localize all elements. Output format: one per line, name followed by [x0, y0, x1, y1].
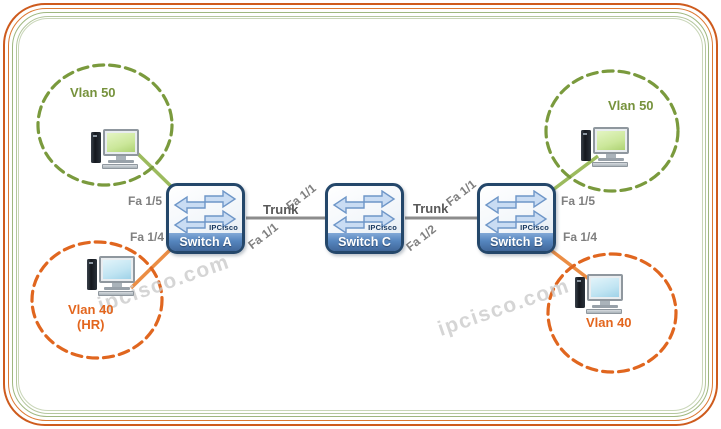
vlan40-circle-bottom-right: [546, 252, 678, 374]
port-label-switch-a-fa1-5: Fa 1/5: [128, 194, 163, 208]
pc-monitor-icon: [593, 127, 629, 154]
vlan40-label-bottom-left: Vlan 40: [68, 302, 114, 317]
pc-vlan40-bottom-left: [85, 256, 137, 297]
pc-stand: [116, 156, 126, 160]
pc-base: [592, 305, 618, 308]
vlan50-circle-top-right: [544, 69, 680, 193]
switch-brand-label: IPCisco: [209, 223, 238, 232]
pc-screen: [591, 278, 619, 297]
vlan50-label-top-right: Vlan 50: [608, 98, 654, 113]
pc-base: [104, 287, 130, 290]
pc-monitor-icon: [99, 256, 135, 283]
pc-vlan50-top-right: [579, 127, 631, 168]
pc-base: [598, 158, 624, 161]
pc-keyboard-icon: [98, 291, 134, 296]
pc-tower-icon: [91, 132, 101, 163]
pc-vlan50-top-left: [89, 129, 141, 170]
pc-keyboard-icon: [102, 164, 138, 169]
pc-monitor-icon: [103, 129, 139, 156]
trunk-label-a-c: Trunk: [263, 202, 299, 217]
switch-arrows-icon: [332, 190, 396, 234]
pc-screen: [103, 260, 131, 279]
switch-c: IPCisco Switch C: [325, 183, 404, 254]
pc-vlan40-bottom-right: [573, 274, 625, 315]
switch-name-band: Switch C: [328, 233, 401, 251]
switch-arrows-icon: [484, 190, 548, 234]
pc-base: [108, 160, 134, 163]
switch-b: IPCisco Switch B: [477, 183, 556, 254]
switch-arrows-icon: [173, 190, 237, 234]
switch-name-band: Switch A: [169, 233, 242, 251]
vlan50-circle-top-left: [36, 63, 174, 187]
vlan40-label-bottom-right: Vlan 40: [586, 315, 632, 330]
pc-keyboard-icon: [592, 162, 628, 167]
vlan40-hr-sublabel: (HR): [77, 317, 105, 332]
pc-tower-icon: [575, 277, 585, 308]
switch-brand-label: IPCisco: [368, 223, 397, 232]
vlan40-circle-bottom-left: [30, 240, 164, 360]
vlan50-label-top-left: Vlan 50: [70, 85, 116, 100]
switch-a: IPCisco Switch A: [166, 183, 245, 254]
port-label-switch-a-fa1-4: Fa 1/4: [130, 230, 165, 244]
switch-name-band: Switch B: [480, 233, 553, 251]
pc-tower-icon: [581, 130, 591, 161]
port-label-switch-b-fa1-4: Fa 1/4: [563, 230, 598, 244]
pc-stand: [112, 283, 122, 287]
pc-monitor-icon: [587, 274, 623, 301]
port-label-switch-b-fa1-5: Fa 1/5: [561, 194, 596, 208]
pc-screen: [597, 131, 625, 150]
trunk-label-c-b: Trunk: [413, 201, 449, 216]
pc-stand: [606, 154, 616, 158]
switch-brand-label: IPCisco: [520, 223, 549, 232]
access-link-vlan50-switch-b: [548, 154, 600, 194]
pc-keyboard-icon: [586, 309, 622, 314]
pc-tower-icon: [87, 259, 97, 290]
pc-stand: [600, 301, 610, 305]
pc-screen: [107, 133, 135, 152]
